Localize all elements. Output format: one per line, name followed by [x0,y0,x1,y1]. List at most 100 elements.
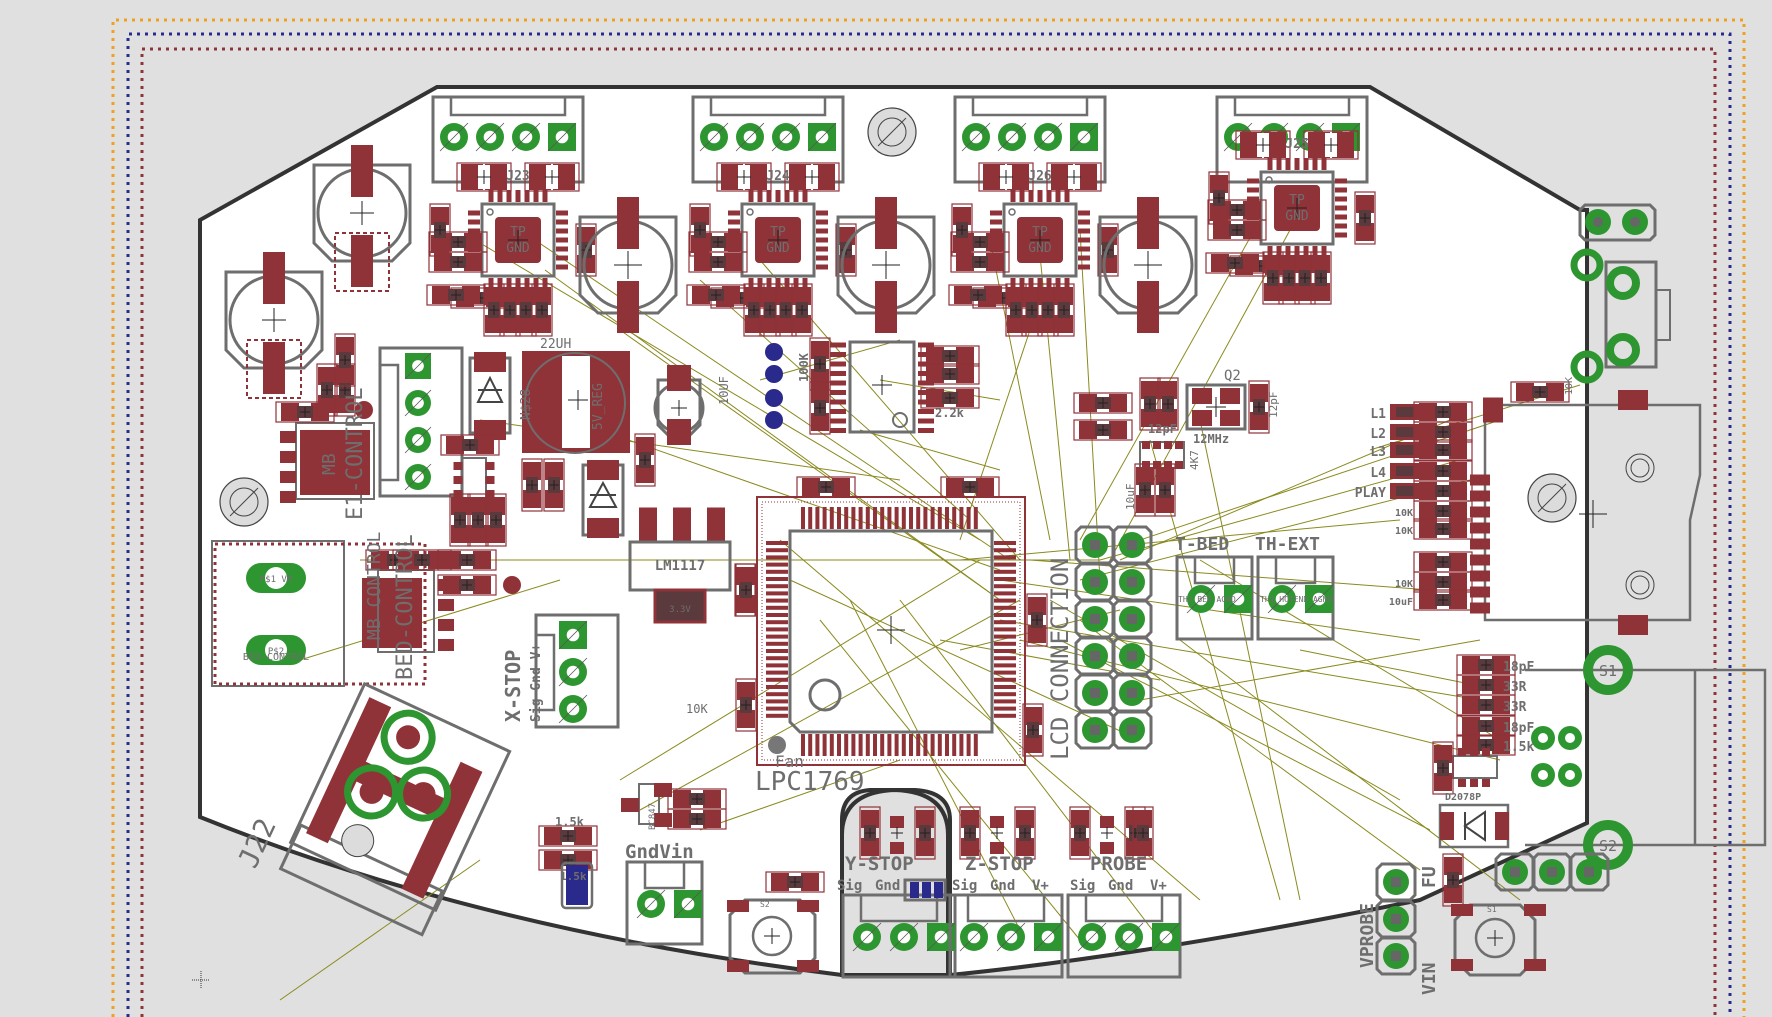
passive-component[interactable] [796,476,856,498]
resistor-network[interactable] [1139,441,1185,469]
z-stop-connector[interactable] [948,893,1064,979]
passive-component[interactable] [1154,463,1176,517]
sense-resistor[interactable] [1235,130,1291,160]
led-resistor[interactable] [1413,421,1473,443]
passive-component[interactable] [920,363,980,385]
passive-component[interactable] [914,806,936,860]
sense-resistor[interactable] [524,162,580,192]
passive-component[interactable] [1069,806,1091,860]
sense-resistor[interactable] [1303,130,1359,160]
passive-component[interactable] [467,493,489,547]
usb-diode[interactable] [1438,803,1510,849]
cap-10uf[interactable] [653,365,705,445]
driver-cap[interactable] [1354,191,1376,245]
passive-component[interactable] [1134,463,1156,517]
led-resistor[interactable] [1413,439,1473,461]
top-right-header[interactable] [1578,203,1657,242]
passive-component[interactable] [1248,380,1270,434]
passive-component[interactable] [920,387,980,409]
passive-component[interactable] [1073,419,1133,441]
sense-resistor[interactable] [784,162,840,192]
mounting-hole[interactable] [867,107,917,157]
passive-component[interactable] [1073,392,1133,414]
driver-res[interactable] [1207,219,1267,241]
passive-component[interactable] [1413,500,1473,522]
led-2[interactable] [1390,424,1420,440]
driver-res[interactable] [791,283,813,337]
led-4[interactable] [1390,463,1420,479]
t-bed-connector[interactable] [1175,555,1254,641]
motor-cap-1[interactable] [578,197,678,333]
solder-jumper[interactable] [903,878,947,902]
regulator-lm1117[interactable] [628,507,732,624]
y-stop-connector[interactable] [841,893,957,979]
led-1[interactable] [1390,404,1420,420]
passive-component[interactable] [1456,734,1516,756]
driver-cap[interactable] [689,203,711,257]
passive-component[interactable] [1442,853,1464,907]
usb-header-3pin[interactable] [1494,852,1610,892]
driver-res[interactable] [688,251,748,273]
sense-resistor[interactable] [456,162,512,192]
driver-cap[interactable] [429,203,451,257]
th-ext-connector[interactable] [1256,555,1335,641]
passive-component[interactable] [765,871,825,893]
cursor-crosshair[interactable] [192,971,210,989]
driver-res[interactable] [950,251,1010,273]
passive-component[interactable] [1456,654,1516,676]
passive-component[interactable] [437,549,497,571]
driver-res[interactable] [775,283,797,337]
crystal-q2[interactable] [1185,383,1247,431]
vprobe-vin-header[interactable] [1375,862,1417,976]
driver-cap[interactable] [1208,171,1230,225]
endstop-cap[interactable] [890,816,904,854]
passive-component[interactable] [634,433,656,487]
sd-card-socket[interactable] [1470,390,1702,635]
passive-component[interactable] [1456,674,1516,696]
passive-component[interactable] [1413,518,1473,540]
led-resistor[interactable] [1413,480,1473,502]
gndvin-connector[interactable] [625,860,704,946]
driver-res[interactable] [1310,251,1332,305]
passive-component[interactable] [1026,593,1048,647]
e1-terminal-block[interactable] [378,346,464,498]
passive-component[interactable] [809,381,831,435]
driver-cap-large[interactable] [426,284,486,306]
passive-component[interactable] [1456,694,1516,716]
mcu-lpc1769[interactable] [756,496,1026,766]
passive-component[interactable] [449,493,471,547]
probe-connector[interactable] [1066,893,1182,979]
passive-component[interactable] [538,825,598,847]
motor-cap-2[interactable] [836,197,936,333]
led-3[interactable] [1390,442,1420,458]
switch-s1[interactable] [1451,903,1546,977]
passive-component[interactable] [859,806,881,860]
passive-component[interactable] [1157,377,1179,431]
passive-component[interactable] [392,549,452,571]
x-stop-connector[interactable] [534,613,620,729]
stepper-driver-1[interactable] [468,190,568,290]
usb-connector[interactable] [1525,645,1767,870]
stepper-driver-3[interactable] [990,190,1090,290]
passive-component[interactable] [1432,741,1454,795]
driver-cap[interactable] [951,203,973,257]
stepper-driver-4[interactable] [1247,158,1347,258]
passive-component[interactable] [667,808,727,830]
bed-control-block[interactable] [211,540,427,687]
switch-s2[interactable] [727,898,819,975]
power-capacitor-2[interactable] [224,252,324,399]
passive-component[interactable] [316,363,338,417]
passive-component[interactable] [1413,589,1473,611]
mosfet-e1-control[interactable] [280,422,375,503]
passive-component[interactable] [735,563,757,617]
driver-res[interactable] [499,283,521,337]
mounting-hole[interactable] [1527,473,1577,523]
blue-led[interactable] [560,861,594,910]
driver-res[interactable] [428,251,488,273]
driver-cap-large[interactable] [686,284,746,306]
passive-component[interactable] [1413,551,1473,573]
passive-component[interactable] [1139,377,1161,431]
endstop-cap[interactable] [1100,816,1114,854]
passive-component[interactable] [940,476,1000,498]
driver-res[interactable] [1037,283,1059,337]
